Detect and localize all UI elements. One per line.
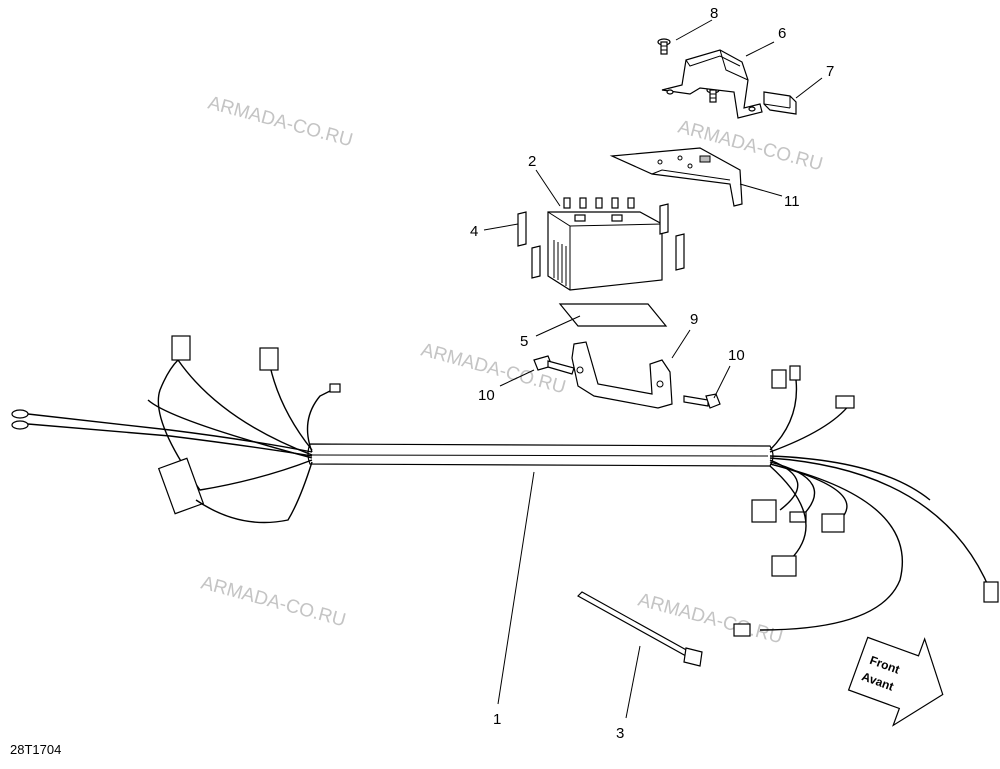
strap-part-9 bbox=[571, 341, 673, 409]
reference-code: 28T1704 bbox=[10, 742, 61, 757]
callout-1: 1 bbox=[493, 711, 501, 728]
callout-6: 6 bbox=[778, 25, 786, 42]
callout-4: 4 bbox=[470, 223, 478, 240]
pad-part-7 bbox=[763, 91, 797, 115]
battery-part-2 bbox=[547, 197, 663, 291]
watermark: ARMADA-CO.RU bbox=[206, 93, 355, 152]
callout-3: 3 bbox=[616, 725, 624, 742]
battery-pad-part-5 bbox=[558, 303, 668, 327]
wiring-harness-part-1 bbox=[11, 335, 999, 637]
watermark: ARMADA-CO.RU bbox=[199, 573, 348, 632]
callout-5: 5 bbox=[520, 333, 528, 350]
bracket-part-6 bbox=[661, 49, 763, 119]
callout-11: 11 bbox=[784, 193, 800, 210]
callout-10-right: 10 bbox=[728, 347, 745, 364]
foam-pads-part-4 bbox=[517, 203, 685, 279]
front-direction-arrow: Front Avant bbox=[847, 636, 944, 727]
cable-tie-part-3 bbox=[577, 591, 703, 667]
bolts-part-10 bbox=[533, 355, 721, 409]
callout-9: 9 bbox=[690, 311, 698, 328]
callout-8: 8 bbox=[710, 5, 718, 22]
support-plate-part-11 bbox=[609, 147, 743, 207]
callout-10-left: 10 bbox=[478, 387, 495, 404]
leader-lines bbox=[483, 19, 823, 719]
callout-7: 7 bbox=[826, 63, 834, 80]
callouts: 1 2 3 4 5 6 7 8 9 10 10 11 bbox=[470, 5, 834, 742]
callout-2: 2 bbox=[528, 153, 536, 170]
